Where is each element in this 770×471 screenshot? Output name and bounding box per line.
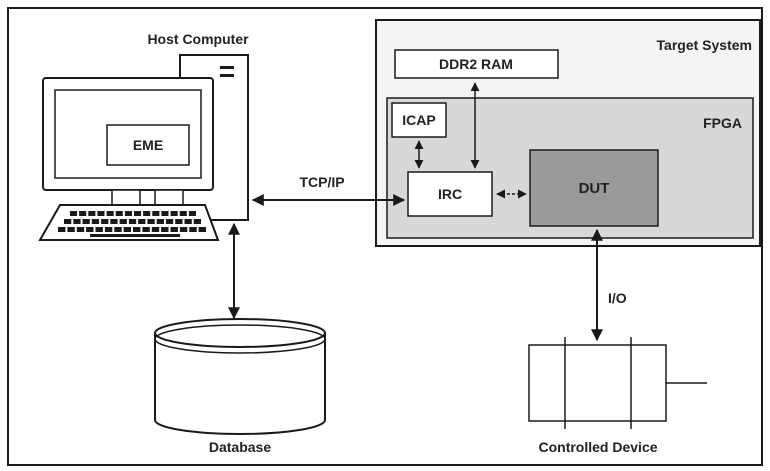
fpga-label: FPGA — [703, 115, 742, 131]
keyboard-key — [115, 211, 123, 216]
keyboard-key — [156, 219, 164, 224]
keyboard-key — [124, 211, 132, 216]
keyboard-key — [133, 227, 141, 232]
keyboard-key — [134, 211, 142, 216]
drive-slot-icon — [220, 74, 234, 77]
keyboard-key — [179, 227, 188, 232]
keyboard-key — [110, 219, 118, 224]
database-cylinder — [154, 318, 326, 435]
keyboard-key — [142, 227, 150, 232]
keyboard-key — [64, 219, 72, 224]
keyboard-key — [179, 211, 187, 216]
keyboard-key — [106, 211, 114, 216]
ddr2-ram-box — [394, 49, 559, 79]
keyboard-key — [67, 227, 75, 232]
keyboard-key — [147, 219, 155, 224]
keyboard-key — [114, 227, 122, 232]
database-label: Database — [209, 439, 271, 455]
keyboard-key — [86, 227, 94, 232]
keyboard-key — [193, 219, 201, 224]
keyboard-key — [170, 211, 178, 216]
eme-box — [106, 124, 190, 166]
keyboard-key — [143, 211, 151, 216]
keyboard-key — [79, 211, 87, 216]
host-computer — [38, 54, 249, 241]
irc-label: IRC — [438, 186, 462, 202]
icap-label: ICAP — [402, 112, 435, 128]
keyboard-key — [198, 227, 206, 232]
keyboard-key — [88, 211, 96, 216]
keyboard-key — [95, 227, 103, 232]
keyboard-key — [70, 211, 78, 216]
keyboard-key — [58, 227, 66, 232]
keyboard-key — [104, 227, 113, 232]
target-system-label: Target System — [657, 37, 752, 53]
keyboard-key — [170, 227, 178, 232]
icap-box — [391, 102, 447, 138]
keyboard-key — [175, 219, 183, 224]
keyboard-key — [161, 227, 169, 232]
keyboard-key — [138, 219, 146, 224]
keyboard-key — [151, 227, 160, 232]
keyboard-key — [152, 211, 160, 216]
dut-label: DUT — [579, 180, 610, 197]
keyboard-key — [161, 211, 169, 216]
controlled-device — [528, 337, 707, 429]
controlled-device-label: Controlled Device — [538, 439, 657, 455]
keyboard-key — [188, 211, 196, 216]
keyboard-key — [128, 219, 137, 224]
ddr2-ram-label: DDR2 RAM — [439, 56, 513, 72]
keyboard-key — [123, 227, 131, 232]
eme-label: EME — [133, 137, 163, 153]
keyboard-key — [97, 211, 105, 216]
keyboard-key — [165, 219, 174, 224]
keyboard-key — [184, 219, 192, 224]
tcpip-label: TCP/IP — [299, 174, 344, 190]
keyboard-key — [101, 219, 109, 224]
drive-slot-icon — [220, 66, 234, 69]
keyboard-spacebar — [90, 234, 180, 237]
keyboard-key — [76, 227, 85, 232]
dut-box — [529, 149, 659, 227]
keyboard-key — [119, 219, 127, 224]
keyboard-keys — [58, 211, 206, 237]
keyboard-key — [189, 227, 197, 232]
irc-box — [407, 171, 493, 217]
keyboard-key — [91, 219, 100, 224]
keyboard-key — [73, 219, 81, 224]
host-computer-label: Host Computer — [147, 31, 249, 47]
keyboard-key — [82, 219, 90, 224]
io-label: I/O — [608, 290, 627, 306]
